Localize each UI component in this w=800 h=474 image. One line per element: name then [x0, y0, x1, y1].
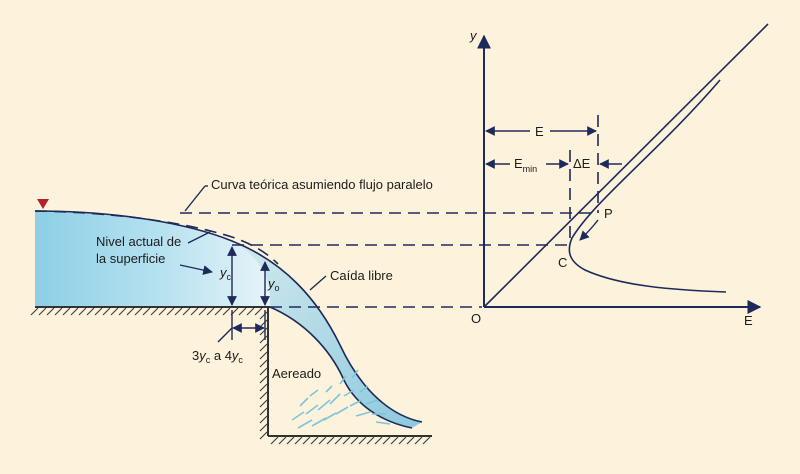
bed-hatch-mark	[54, 307, 63, 316]
bed-hatch-mark	[278, 436, 287, 445]
bed-hatch-mark	[350, 436, 359, 445]
emin-label-bg	[510, 154, 546, 176]
theoretical-curve	[34, 210, 279, 265]
bed-hatch-mark	[326, 436, 335, 445]
bed-hatch-mark	[206, 307, 215, 316]
bed-hatch-mark	[406, 436, 415, 445]
bed-hatch-mark	[142, 307, 151, 316]
nivel-pointer-arrow	[179, 264, 213, 275]
delta-e-label: ΔE	[573, 156, 591, 171]
nivel-actual-label-1: Nivel actual de	[96, 234, 181, 249]
curva-teorica-label: Curva teórica asumiendo flujo paralelo	[211, 177, 433, 192]
bed-hatch-mark	[310, 436, 319, 445]
specific-energy-curve	[568, 79, 727, 293]
bed-hatch-mark	[259, 431, 268, 440]
e-dimension-label: E	[535, 124, 544, 139]
bed-hatch-mark	[270, 436, 279, 445]
distance-label: 3yc a 4yc	[192, 348, 243, 365]
bed-hatch-mark	[259, 319, 268, 328]
yo-label: yo	[267, 276, 280, 293]
caida-leader	[309, 275, 327, 291]
bed-hatch-mark	[259, 423, 268, 432]
bed-hatch-mark	[259, 415, 268, 424]
bed-hatch-mark	[259, 311, 268, 320]
bed-hatch-mark	[334, 436, 343, 445]
channel-water	[35, 211, 271, 307]
bed-hatch-mark	[46, 307, 55, 316]
bed-hatch-mark	[166, 307, 175, 316]
bed-hatch-mark	[382, 436, 391, 445]
bed-hatch-mark	[259, 399, 268, 408]
distance-leader	[217, 327, 233, 343]
nivel-actual-label-2: la superficie	[96, 251, 165, 266]
bed-hatch-mark	[174, 307, 183, 316]
curva-leader	[184, 185, 206, 212]
bed-hatch-mark	[374, 436, 383, 445]
bed-hatch-mark	[62, 307, 71, 316]
bed-hatch-mark	[94, 307, 103, 316]
bed-hatch-mark	[259, 343, 268, 352]
yc-label: yc	[219, 265, 232, 282]
bed-hatch-mark	[259, 327, 268, 336]
bed-hatch-mark	[318, 436, 327, 445]
bed-hatch-mark	[390, 436, 399, 445]
e-label-bg	[530, 122, 550, 140]
bed-hatch-mark	[86, 307, 95, 316]
bed-hatch-mark	[222, 307, 231, 316]
bed-hatch-mark	[78, 307, 87, 316]
bed-hatch-mark	[366, 436, 375, 445]
bed-hatch-mark	[246, 307, 255, 316]
bed-hatch-mark	[254, 307, 263, 316]
bed-hatch-mark	[102, 307, 111, 316]
bed-hatch-mark	[238, 307, 247, 316]
p-to-c-arrow	[579, 219, 599, 241]
point-c-label: C	[558, 255, 567, 270]
bed-hatch-mark	[134, 307, 143, 316]
bed-hatch-mark	[259, 391, 268, 400]
channel-bed	[30, 306, 432, 445]
diagonal-line	[483, 23, 769, 308]
bed-hatch-mark	[38, 307, 47, 316]
bed-hatch-mark	[294, 436, 303, 445]
bed-hatch-mark	[150, 307, 159, 316]
bed-hatch-mark	[259, 407, 268, 416]
origin-label: O	[471, 311, 481, 326]
bed-hatch-mark	[342, 436, 351, 445]
caida-libre-label: Caída libre	[330, 268, 393, 283]
bed-hatch-mark	[259, 375, 268, 384]
bed-hatch-mark	[302, 436, 311, 445]
bed-hatch-mark	[286, 436, 295, 445]
nivel-leader	[187, 231, 211, 244]
bed-hatch-mark	[422, 436, 431, 445]
e-axis-label: E	[744, 313, 753, 328]
bed-hatch-mark	[259, 351, 268, 360]
y-axis-label: y	[469, 28, 478, 43]
aeration-spray	[291, 369, 391, 429]
bed-hatch-mark	[70, 307, 79, 316]
bed-hatch-mark	[126, 307, 135, 316]
bed-hatch-mark	[398, 436, 407, 445]
bed-hatch-mark	[182, 307, 191, 316]
bed-hatch-mark	[30, 307, 39, 316]
bed-hatch-mark	[190, 307, 199, 316]
point-p-label: P	[604, 206, 613, 221]
nappe-lower-edge	[269, 306, 413, 429]
bed-hatch-mark	[259, 383, 268, 392]
emin-label: Emin	[514, 156, 537, 174]
falling-nappe	[232, 241, 422, 428]
bed-hatch-mark	[214, 307, 223, 316]
bed-hatch-mark	[259, 359, 268, 368]
inverted-triangle-icon	[37, 199, 49, 209]
bed-hatch-mark	[414, 436, 423, 445]
bed-hatch-mark	[118, 307, 127, 316]
bed-hatch-mark	[358, 436, 367, 445]
aereado-label: Aereado	[272, 366, 321, 381]
bed-hatch-mark	[198, 307, 207, 316]
bed-hatch-mark	[158, 307, 167, 316]
bed-hatch-mark	[110, 307, 119, 316]
bed-hatch-mark	[259, 335, 268, 344]
bed-hatch-mark	[259, 367, 268, 376]
